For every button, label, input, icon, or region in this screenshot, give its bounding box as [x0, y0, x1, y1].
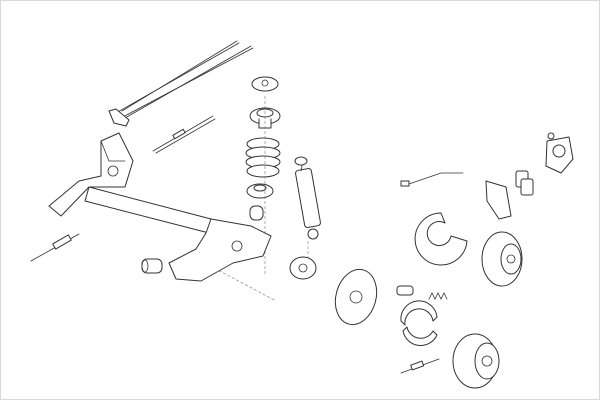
brake-hose [400, 172, 464, 187]
brake-disc [481, 231, 523, 287]
coil-spring [245, 137, 281, 178]
brake-pads [515, 170, 534, 196]
spring-seat-lower [246, 183, 274, 199]
abs-sensor [400, 358, 440, 374]
brake-shoes [400, 300, 438, 346]
wheel-cylinder [396, 285, 414, 296]
brake-drum [452, 333, 500, 389]
return-spring [428, 292, 448, 300]
axle-bushing [141, 258, 163, 274]
caliper-carrier [485, 180, 512, 220]
rear-axle-beam [48, 132, 272, 282]
backing-plate-drum [334, 268, 378, 326]
handbrake-cable-short [152, 115, 216, 154]
disc-backing-plate [414, 212, 468, 266]
handbrake-cables [108, 40, 254, 127]
handbrake-cable-end [30, 233, 80, 262]
brake-caliper [545, 132, 574, 174]
top-mount [251, 76, 279, 92]
shock-absorber [294, 156, 321, 240]
bump-stop [249, 205, 264, 221]
wheel-hub [289, 256, 317, 280]
